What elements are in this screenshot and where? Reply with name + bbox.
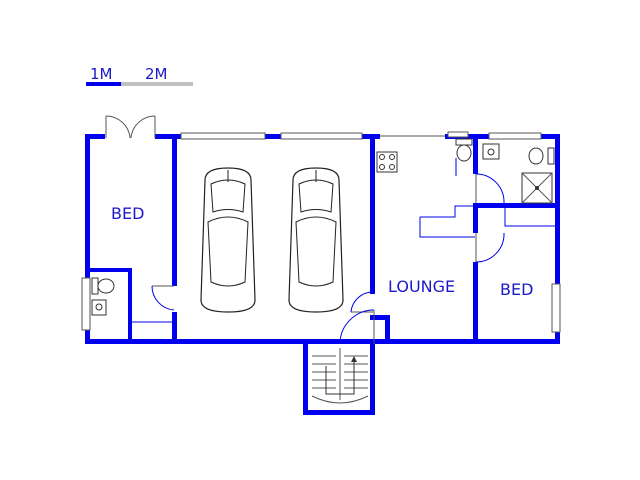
scale-segment-1 xyxy=(86,82,121,86)
scale-segment-2 xyxy=(121,82,193,86)
basin-icon xyxy=(482,143,500,160)
fixtures xyxy=(91,138,555,316)
toilet-icon xyxy=(456,144,472,162)
car-icon-1 xyxy=(200,167,256,313)
toilet-icon-3 xyxy=(97,278,115,294)
scale-label-2m: 2M xyxy=(145,65,168,83)
room-label-lounge: LOUNGE xyxy=(388,277,455,296)
walls xyxy=(85,134,560,415)
car-icon-2 xyxy=(288,167,344,313)
room-label-bed-left: BED xyxy=(111,204,144,223)
scale-label-1m: 1M xyxy=(90,65,113,83)
scale-bar: 1M 2M xyxy=(86,65,193,86)
toilet-icon-2 xyxy=(528,147,544,165)
basin-icon-2 xyxy=(91,299,107,316)
stove-icon xyxy=(376,151,398,173)
doors xyxy=(105,115,505,345)
windows xyxy=(81,131,561,333)
room-label-bed-right: BED xyxy=(500,280,533,299)
partitions xyxy=(132,158,555,323)
stairs xyxy=(311,348,369,404)
